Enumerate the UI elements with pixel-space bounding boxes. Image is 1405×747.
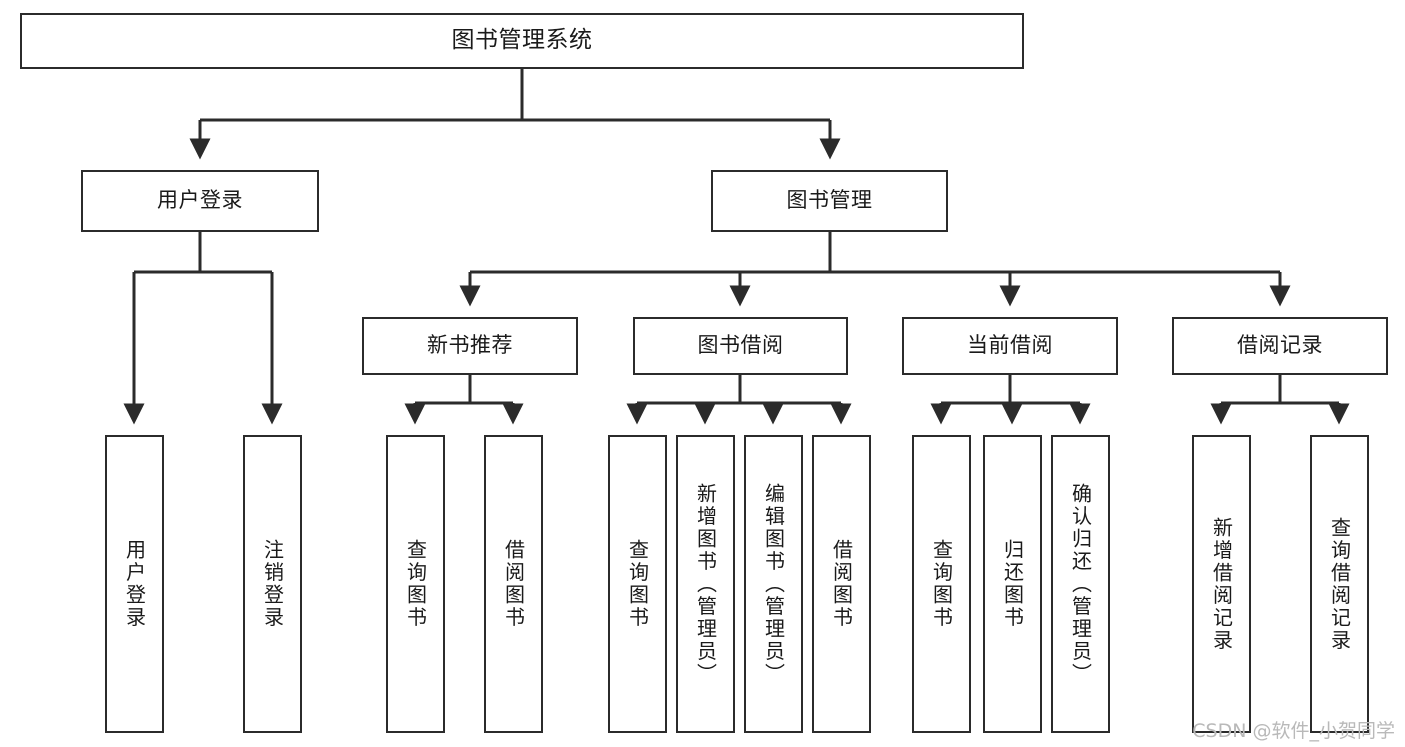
node-leaf-query-book-2[interactable]: 查询图书 bbox=[608, 435, 667, 733]
node-leaf-borrow-book-1[interactable]: 借阅图书 bbox=[484, 435, 543, 733]
node-leaf-return-book[interactable]: 归还图书 bbox=[983, 435, 1042, 733]
node-label: 当前借阅 bbox=[967, 333, 1053, 358]
node-label: 图书管理系统 bbox=[451, 27, 593, 54]
node-new-book-recommend[interactable]: 新书推荐 bbox=[362, 317, 578, 375]
node-book-borrow[interactable]: 图书借阅 bbox=[633, 317, 848, 375]
node-label: 新书推荐 bbox=[427, 333, 513, 358]
node-root-system[interactable]: 图书管理系统 bbox=[20, 13, 1024, 69]
node-label: 查询图书 bbox=[403, 539, 428, 629]
node-label: 注销登录 bbox=[260, 539, 285, 629]
node-label: 查询图书 bbox=[625, 539, 650, 629]
node-label: 图书管理 bbox=[786, 188, 873, 213]
node-leaf-edit-book[interactable]: 编辑图书（管理员） bbox=[744, 435, 803, 733]
node-label: 确认归还（管理员） bbox=[1068, 482, 1093, 686]
node-label: 用户登录 bbox=[122, 539, 147, 629]
node-leaf-confirm-return[interactable]: 确认归还（管理员） bbox=[1051, 435, 1110, 733]
node-label: 查询图书 bbox=[929, 539, 954, 629]
node-book-manage[interactable]: 图书管理 bbox=[711, 170, 948, 232]
node-label: 查询借阅记录 bbox=[1327, 516, 1352, 652]
node-label: 借阅记录 bbox=[1237, 333, 1323, 358]
node-leaf-user-logout[interactable]: 注销登录 bbox=[243, 435, 302, 733]
node-label: 归还图书 bbox=[1000, 539, 1025, 629]
node-label: 新增图书（管理员） bbox=[693, 482, 718, 686]
node-label: 借阅图书 bbox=[829, 539, 854, 629]
node-label: 编辑图书（管理员） bbox=[761, 482, 786, 686]
node-leaf-add-record[interactable]: 新增借阅记录 bbox=[1192, 435, 1251, 733]
node-borrow-record[interactable]: 借阅记录 bbox=[1172, 317, 1388, 375]
node-leaf-query-record[interactable]: 查询借阅记录 bbox=[1310, 435, 1369, 733]
node-leaf-add-book[interactable]: 新增图书（管理员） bbox=[676, 435, 735, 733]
node-current-borrow[interactable]: 当前借阅 bbox=[902, 317, 1118, 375]
node-label: 用户登录 bbox=[157, 188, 243, 213]
node-leaf-query-book-1[interactable]: 查询图书 bbox=[386, 435, 445, 733]
node-label: 新增借阅记录 bbox=[1209, 516, 1234, 652]
node-leaf-borrow-book-2[interactable]: 借阅图书 bbox=[812, 435, 871, 733]
node-label: 借阅图书 bbox=[501, 539, 526, 629]
node-leaf-query-book-3[interactable]: 查询图书 bbox=[912, 435, 971, 733]
node-leaf-user-login[interactable]: 用户登录 bbox=[105, 435, 164, 733]
csdn-watermark: CSDN @软件_小贺同学 bbox=[1192, 720, 1395, 742]
node-user-login[interactable]: 用户登录 bbox=[81, 170, 319, 232]
node-label: 图书借阅 bbox=[697, 333, 784, 358]
